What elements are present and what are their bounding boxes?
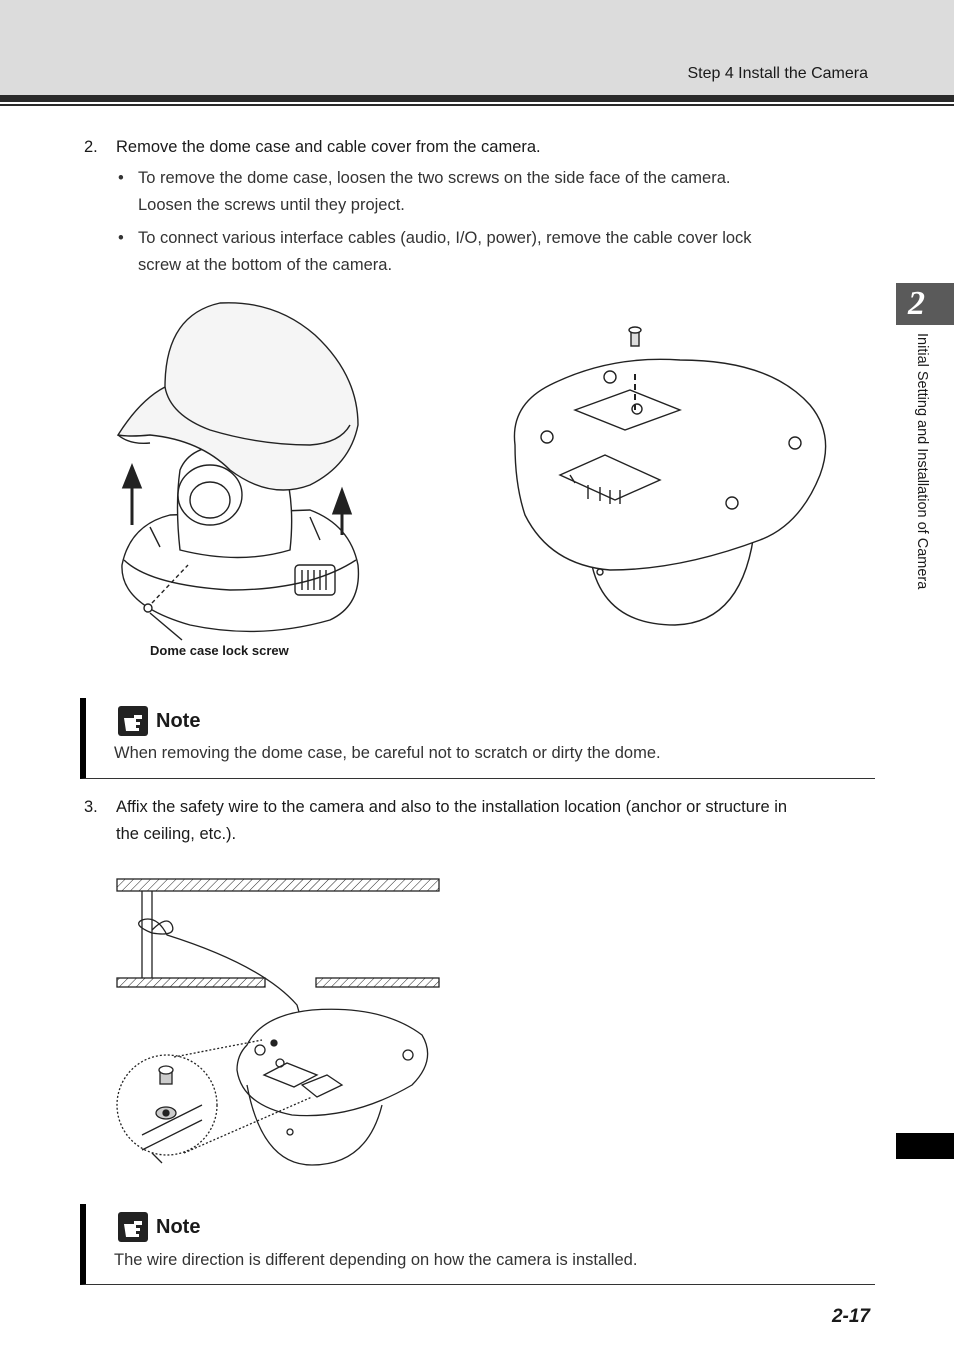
dome-removal-illustration [116, 302, 360, 641]
chapter-tab-title: Initial Setting and Installation of Came… [914, 333, 930, 590]
pointing-hand-icon [118, 1212, 148, 1242]
step-2-number: 2. [84, 138, 98, 156]
step-3-number: 3. [84, 798, 98, 816]
page-header: Step 4 Install the Camera [0, 0, 954, 95]
step-3-line-1: Affix the safety wire to the camera and … [116, 798, 788, 816]
bullet-2-line-1: To connect various interface cables (aud… [138, 229, 752, 247]
bullet-dot: • [118, 229, 124, 247]
header-rule-thick [0, 95, 954, 102]
note-box: Note When removing the dome case, be car… [80, 698, 875, 779]
chapter-marker [896, 1133, 954, 1159]
chapter-tab-number: 2 [896, 283, 954, 325]
step-3-line-2: the ceiling, etc.). [116, 825, 237, 843]
note-body: The wire direction is different dependin… [114, 1251, 638, 1269]
note-title: Note [156, 1215, 201, 1238]
note-box: Note The wire direction is different dep… [80, 1204, 875, 1285]
page-number: 2-17 [831, 1306, 870, 1327]
bullet-1-line-2: Loosen the screws until they project. [138, 196, 405, 214]
note-title: Note [156, 709, 201, 732]
step-2-text: Remove the dome case and cable cover fro… [116, 138, 541, 156]
bullet-1-line-1: To remove the dome case, loosen the two … [138, 169, 731, 187]
bullet-2-line-2: screw at the bottom of the camera. [138, 256, 393, 274]
dome-screw-label: Dome case lock screw [150, 643, 289, 658]
safety-wire-illustration [116, 878, 440, 1166]
cable-cover-illustration [513, 326, 827, 626]
bullet-dot: • [118, 169, 124, 187]
note-body: When removing the dome case, be careful … [114, 744, 661, 762]
header-rule-thin [0, 104, 954, 106]
header-title: Step 4 Install the Camera [687, 65, 868, 82]
pointing-hand-icon [118, 706, 148, 736]
